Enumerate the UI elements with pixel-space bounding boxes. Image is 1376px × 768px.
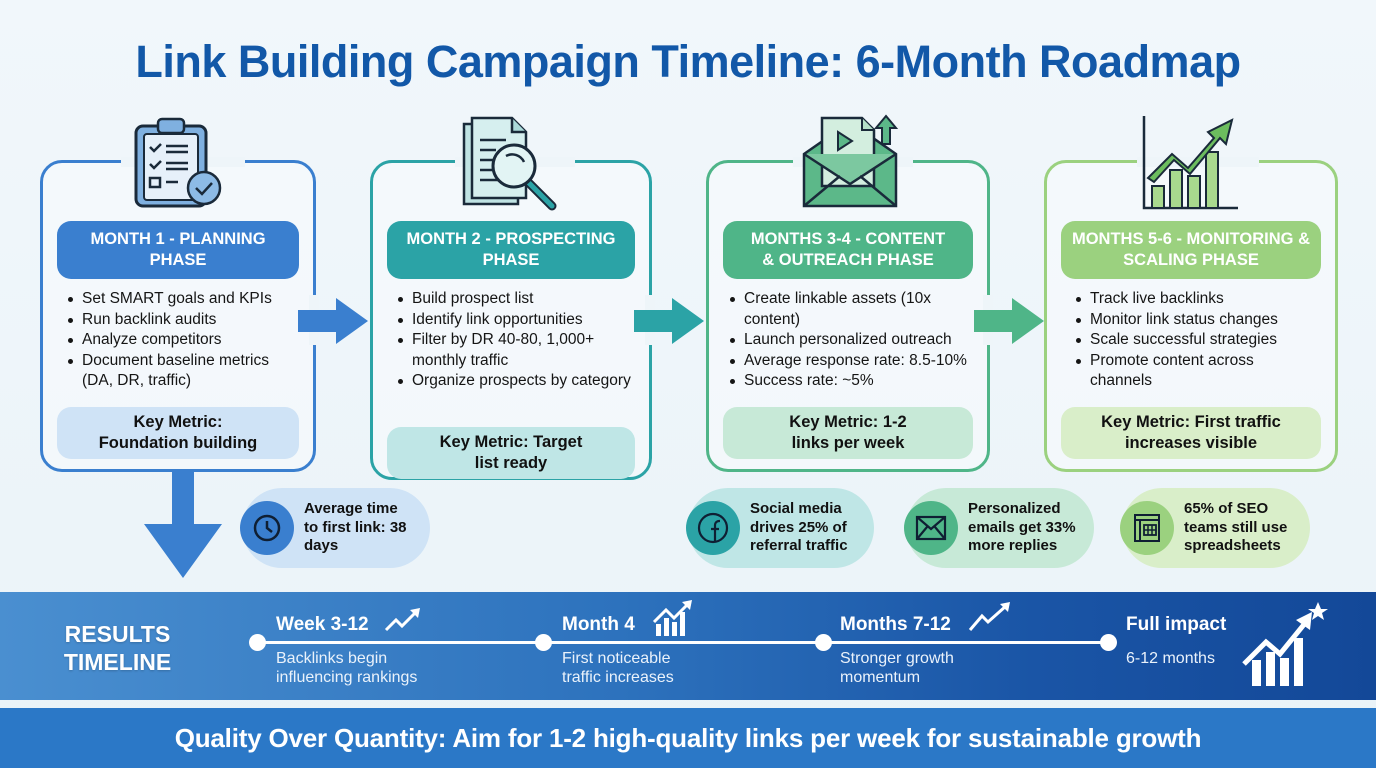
- bullet-item: Scale successful strategies: [1075, 330, 1325, 351]
- bullet-item: Identify link opportunities: [397, 310, 639, 331]
- star-growth-icon: [1242, 602, 1328, 686]
- phase-card-3: MONTHS 3-4 - CONTENT & OUTREACH PHASE Cr…: [706, 157, 993, 472]
- arrow-right-icon: [634, 298, 704, 344]
- stat-badge: Personalized emails get 33% more replies: [904, 488, 1094, 568]
- phase-bullets: Build prospect list Identify link opport…: [397, 289, 639, 392]
- phase-bullets: Track live backlinks Monitor link status…: [1075, 289, 1325, 392]
- phase-card-4: MONTHS 5-6 - MONITORING & SCALING PHASE …: [1044, 157, 1338, 472]
- bullet-item: Set SMART goals and KPIs: [67, 289, 303, 310]
- arrow-right-icon: [974, 298, 1044, 344]
- arrow-right-icon: [298, 298, 368, 344]
- bullet-item: Launch personalized outreach: [729, 330, 977, 351]
- milestone-desc: First noticeable traffic increases: [562, 650, 674, 686]
- bullet-item: Build prospect list: [397, 289, 639, 310]
- bullet-item: Track live backlinks: [1075, 289, 1325, 310]
- document-search-icon: [462, 116, 557, 211]
- footer-banner: Quality Over Quantity: Aim for 1-2 high-…: [0, 708, 1376, 768]
- timeline-dot: [815, 634, 832, 651]
- stat-badge: Social media drives 25% of referral traf…: [686, 488, 874, 568]
- bar-growth-icon: [652, 600, 692, 636]
- phase-card-1: MONTH 1 - PLANNING PHASE Set SMART goals…: [40, 157, 319, 472]
- milestone-desc: Stronger growth momentum: [840, 650, 954, 686]
- clock-icon: [240, 501, 294, 555]
- bullet-item: Organize prospects by category: [397, 371, 639, 392]
- milestone-heading: Full impact: [1126, 614, 1227, 635]
- results-timeline: RESULTS TIMELINE Week 3-12 Backlinks beg…: [0, 592, 1376, 700]
- stat-text: Social media drives 25% of referral traf…: [750, 500, 848, 555]
- spreadsheet-icon: [1120, 501, 1174, 555]
- bullet-item: Monitor link status changes: [1075, 310, 1325, 331]
- key-metric: Key Metric: First traffic increases visi…: [1061, 407, 1321, 459]
- timeline-dot: [249, 634, 266, 651]
- milestone-heading: Week 3-12: [276, 614, 369, 635]
- stat-badge: 65% of SEO teams still use spreadsheets: [1120, 488, 1310, 568]
- trend-up-icon: [384, 608, 420, 632]
- milestone-heading: Month 4: [562, 614, 635, 635]
- stat-text: Personalized emails get 33% more replies: [968, 500, 1076, 555]
- bullet-item: Success rate: ~5%: [729, 371, 977, 392]
- results-timeline-label: RESULTS TIMELINE: [63, 621, 172, 675]
- mail-icon: [904, 501, 958, 555]
- phase-title: MONTHS 3-4 - CONTENT & OUTREACH PHASE: [723, 221, 973, 279]
- phase-title: MONTH 2 - PROSPECTING PHASE: [387, 221, 635, 279]
- key-metric: Key Metric: Foundation building: [57, 407, 299, 459]
- milestone-heading: Months 7-12: [840, 614, 951, 635]
- timeline-dot: [1100, 634, 1117, 651]
- milestone-desc: 6-12 months: [1126, 650, 1215, 667]
- key-metric: Key Metric: Target list ready: [387, 427, 635, 479]
- trend-up-icon: [968, 602, 1010, 631]
- bullet-item: Analyze competitors: [67, 330, 303, 351]
- timeline-line: [258, 641, 1108, 644]
- clipboard-checklist-icon: [134, 117, 222, 208]
- growth-chart-icon: [1142, 116, 1238, 210]
- phase-title: MONTH 1 - PLANNING PHASE: [57, 221, 299, 279]
- timeline-dot: [535, 634, 552, 651]
- milestone-desc: Backlinks begin influencing rankings: [276, 650, 418, 686]
- stat-text: 65% of SEO teams still use spreadsheets: [1184, 500, 1288, 555]
- facebook-icon: [686, 501, 740, 555]
- phase-bullets: Create linkable assets (10x content) Lau…: [729, 289, 977, 392]
- arrow-down-icon: [144, 472, 222, 578]
- bullet-item: Create linkable assets (10x content): [729, 289, 977, 330]
- key-metric: Key Metric: 1-2 links per week: [723, 407, 973, 459]
- page-title: Link Building Campaign Timeline: 6-Month…: [135, 36, 1241, 87]
- phase-title: MONTHS 5-6 - MONITORING & SCALING PHASE: [1061, 221, 1321, 279]
- stat-text: Average time to first link: 38 days: [304, 500, 407, 555]
- bullet-item: Average response rate: 8.5-10%: [729, 351, 977, 372]
- envelope-upload-icon: [802, 114, 899, 208]
- phase-card-2: MONTH 2 - PROSPECTING PHASE Build prospe…: [370, 157, 655, 480]
- stat-badge: Average time to first link: 38 days: [240, 488, 430, 568]
- bullet-item: Filter by DR 40-80, 1,000+ monthly traff…: [397, 330, 639, 371]
- bullet-item: Document baseline metrics (DA, DR, traff…: [67, 351, 303, 392]
- bullet-item: Promote content across channels: [1075, 351, 1325, 392]
- bullet-item: Run backlink audits: [67, 310, 303, 331]
- phase-bullets: Set SMART goals and KPIs Run backlink au…: [67, 289, 303, 392]
